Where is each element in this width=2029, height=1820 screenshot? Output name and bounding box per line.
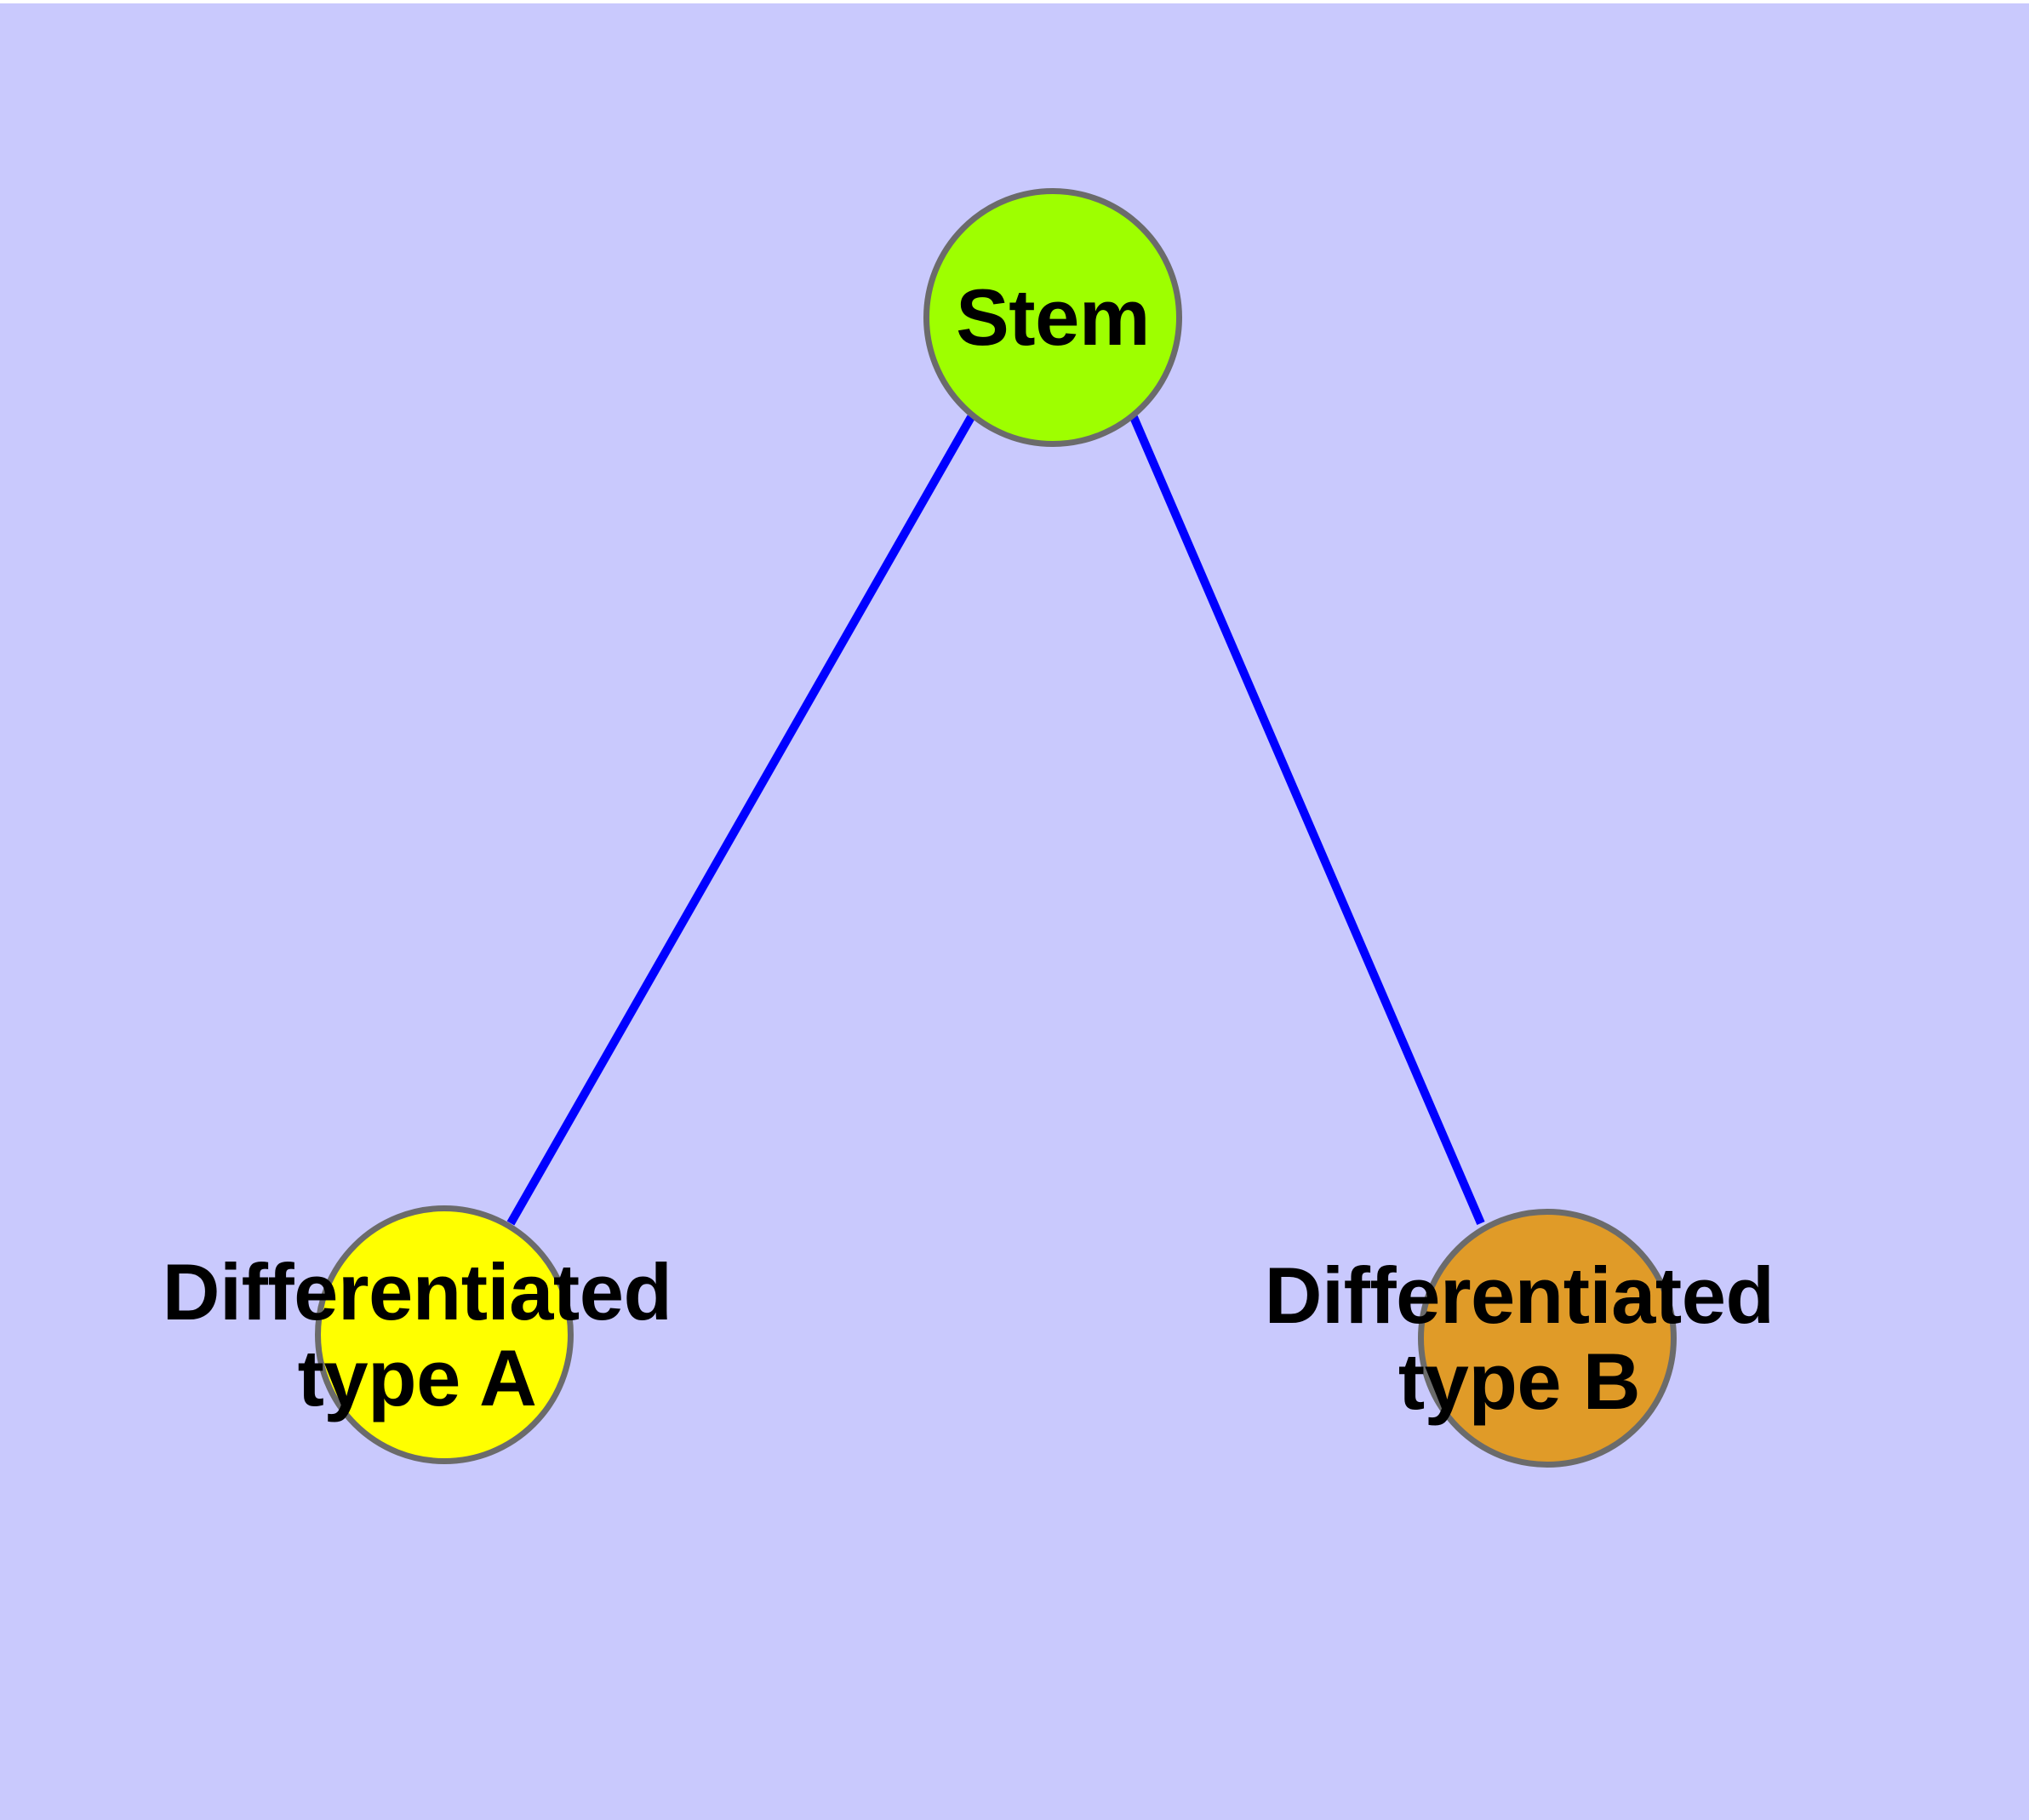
node-differentiated-type-a-label: Differentiated type A bbox=[162, 1249, 672, 1421]
node-differentiated-type-b[interactable] bbox=[1418, 1209, 1677, 1468]
edge-stem-to-differentiated-type-b bbox=[1129, 415, 1485, 1225]
node-differentiated-type-a[interactable] bbox=[315, 1205, 574, 1464]
node-differentiated-type-a-label-line-1: Differentiated bbox=[162, 1247, 672, 1336]
node-stem-label: Stem bbox=[883, 274, 1223, 360]
node-differentiated-type-a-label-line-2: type A bbox=[297, 1333, 537, 1422]
node-differentiated-type-b-label-line-1: Differentiated bbox=[1264, 1251, 1775, 1340]
node-stem-label-line-1: Stem bbox=[956, 272, 1150, 362]
node-stem[interactable] bbox=[923, 188, 1182, 447]
edge-stem-to-differentiated-type-a bbox=[506, 415, 975, 1226]
node-differentiated-type-b-label: Differentiated type B bbox=[1264, 1252, 1775, 1424]
node-differentiated-type-b-label-line-2: type B bbox=[1397, 1336, 1641, 1426]
